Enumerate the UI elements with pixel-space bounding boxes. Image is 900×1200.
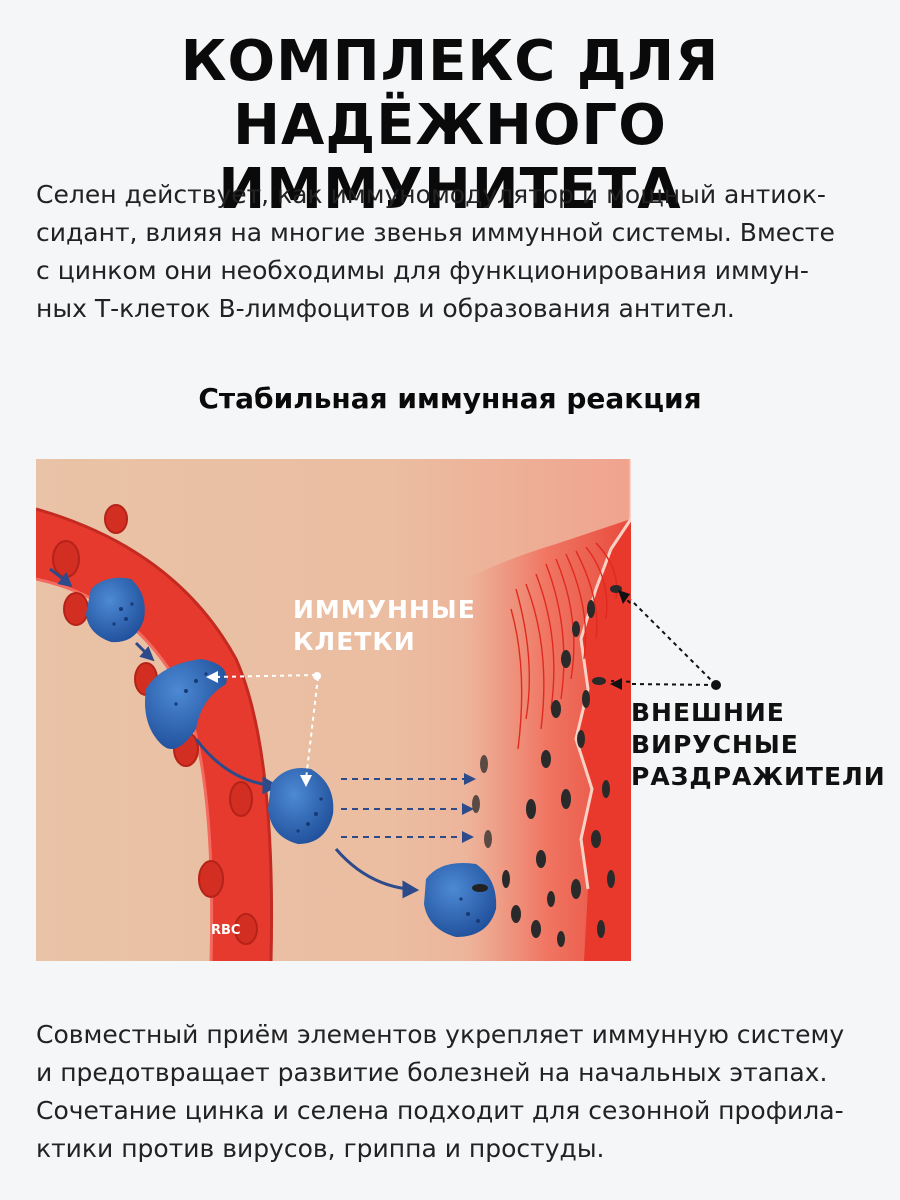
intro-line: сидант, влияя на многие звенья иммунной … bbox=[36, 218, 835, 247]
blood-vessel bbox=[36, 509, 272, 961]
virus-pointer bbox=[610, 598, 631, 683]
title-line-1: КОМПЛЕКС ДЛЯ НАДЁЖНОГО bbox=[180, 29, 720, 158]
illustration-canvas: RBC bbox=[36, 459, 631, 961]
fibrous-streaks bbox=[510, 542, 618, 750]
page-title: КОМПЛЕКС ДЛЯ НАДЁЖНОГО ИММУНИТЕТА bbox=[0, 30, 900, 222]
virus-label-line: ВИРУСНЫЕ bbox=[631, 730, 799, 759]
outro-line: и предотвращает развитие болезней на нач… bbox=[36, 1058, 828, 1087]
intro-line: с цинком они необходимы для функциониров… bbox=[36, 256, 809, 285]
immune-label-line: ИММУННЫЕ bbox=[293, 595, 476, 624]
outro-line: Сочетание цинка и селена подходит для се… bbox=[36, 1096, 844, 1125]
intro-line: ных Т-клеток В-лимфоцитов и образования … bbox=[36, 294, 735, 323]
outro-paragraph: Совместный приём элементов укрепляет имм… bbox=[36, 1016, 866, 1168]
migration-arrows bbox=[341, 778, 466, 838]
section-title: Стабильная иммунная реакция bbox=[198, 382, 702, 415]
virus-label-line: РАЗДРАЖИТЕЛИ bbox=[631, 762, 886, 791]
immune-cells-label: ИММУННЫЕ КЛЕТКИ bbox=[293, 594, 476, 658]
immune-illustration: RBC bbox=[36, 459, 631, 961]
intro-line: Селен действует, как иммуномодулятор и м… bbox=[36, 180, 826, 209]
outro-line: ктики против вирусов, гриппа и простуды. bbox=[36, 1134, 605, 1163]
tissue-edge bbox=[576, 519, 631, 961]
virus-particles bbox=[472, 585, 622, 947]
outro-line: Совместный приём элементов укрепляет имм… bbox=[36, 1020, 845, 1049]
intro-paragraph: Селен действует, как иммуномодулятор и м… bbox=[36, 176, 866, 328]
title-line-2: ИММУНИТЕТА bbox=[218, 157, 682, 222]
immune-label-line: КЛЕТКИ bbox=[293, 627, 416, 656]
flow-arrows bbox=[49, 567, 420, 899]
immune-pointer bbox=[213, 674, 319, 780]
virus-irritants-label: ВНЕШНИЕ ВИРУСНЫЕ РАЗДРАЖИТЕЛИ bbox=[631, 697, 886, 793]
rbc-label: RBC bbox=[211, 923, 240, 938]
virus-label-line: ВНЕШНИЕ bbox=[631, 698, 785, 727]
immune-cells bbox=[86, 577, 497, 937]
